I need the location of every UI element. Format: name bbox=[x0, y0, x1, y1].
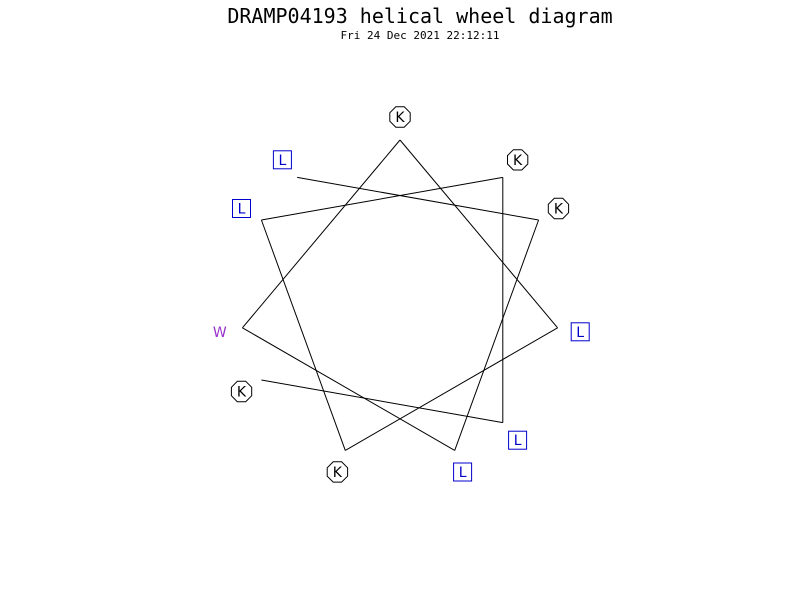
diagram-timestamp: Fri 24 Dec 2021 22:12:11 bbox=[340, 29, 500, 42]
residue-square-frame bbox=[272, 150, 292, 170]
wheel-connection-line bbox=[399, 139, 558, 329]
residue-square-frame bbox=[508, 430, 528, 450]
residue-letter: L bbox=[514, 433, 522, 449]
diagram-title: DRAMP04193 helical wheel diagram bbox=[227, 4, 613, 28]
residue-letter: K bbox=[333, 465, 343, 481]
residue-letter: K bbox=[237, 385, 247, 401]
residue-square-frame bbox=[232, 199, 251, 218]
residue-octagon-frame bbox=[389, 106, 411, 128]
residue-marker: W bbox=[213, 325, 227, 341]
residue-octagon-frame bbox=[230, 380, 253, 403]
wheel-connection-line bbox=[297, 176, 539, 221]
wheel-connection-line bbox=[345, 327, 558, 451]
residue-octagon-frame bbox=[547, 197, 570, 220]
residue-letter: L bbox=[459, 465, 467, 481]
residue-letter: W bbox=[213, 325, 227, 341]
residue-letter: K bbox=[395, 110, 405, 126]
residue-marker: L bbox=[272, 150, 292, 170]
residue-letter: L bbox=[278, 153, 286, 169]
wheel-connection-line bbox=[261, 379, 503, 424]
residue-marker: K bbox=[547, 197, 570, 220]
residue-marker: L bbox=[570, 322, 590, 342]
wheel-connection-line bbox=[242, 139, 401, 329]
residue-letter: K bbox=[513, 153, 523, 169]
residue-square-frame bbox=[570, 322, 590, 342]
residue-square-frame bbox=[453, 462, 473, 482]
residue-marker: K bbox=[507, 149, 529, 171]
residue-letter: L bbox=[576, 325, 584, 341]
residue-marker: L bbox=[453, 462, 473, 482]
residue-marker: K bbox=[230, 380, 253, 403]
wheel-connection-line bbox=[242, 327, 455, 451]
wheel-residues: K L K L K L K W L K L bbox=[213, 106, 590, 483]
residue-marker: L bbox=[232, 199, 251, 218]
residue-letter: L bbox=[238, 202, 246, 218]
wheel-connection-line bbox=[260, 219, 346, 451]
residue-letter: K bbox=[554, 202, 564, 218]
residue-octagon-frame bbox=[326, 461, 349, 483]
residue-marker: L bbox=[508, 430, 528, 450]
wheel-connection-line bbox=[261, 176, 503, 221]
residue-marker: K bbox=[389, 106, 411, 128]
wheel-connection-line bbox=[454, 219, 540, 451]
residue-octagon-frame bbox=[507, 149, 529, 171]
wheel-connections bbox=[242, 139, 558, 451]
residue-marker: K bbox=[326, 461, 349, 483]
